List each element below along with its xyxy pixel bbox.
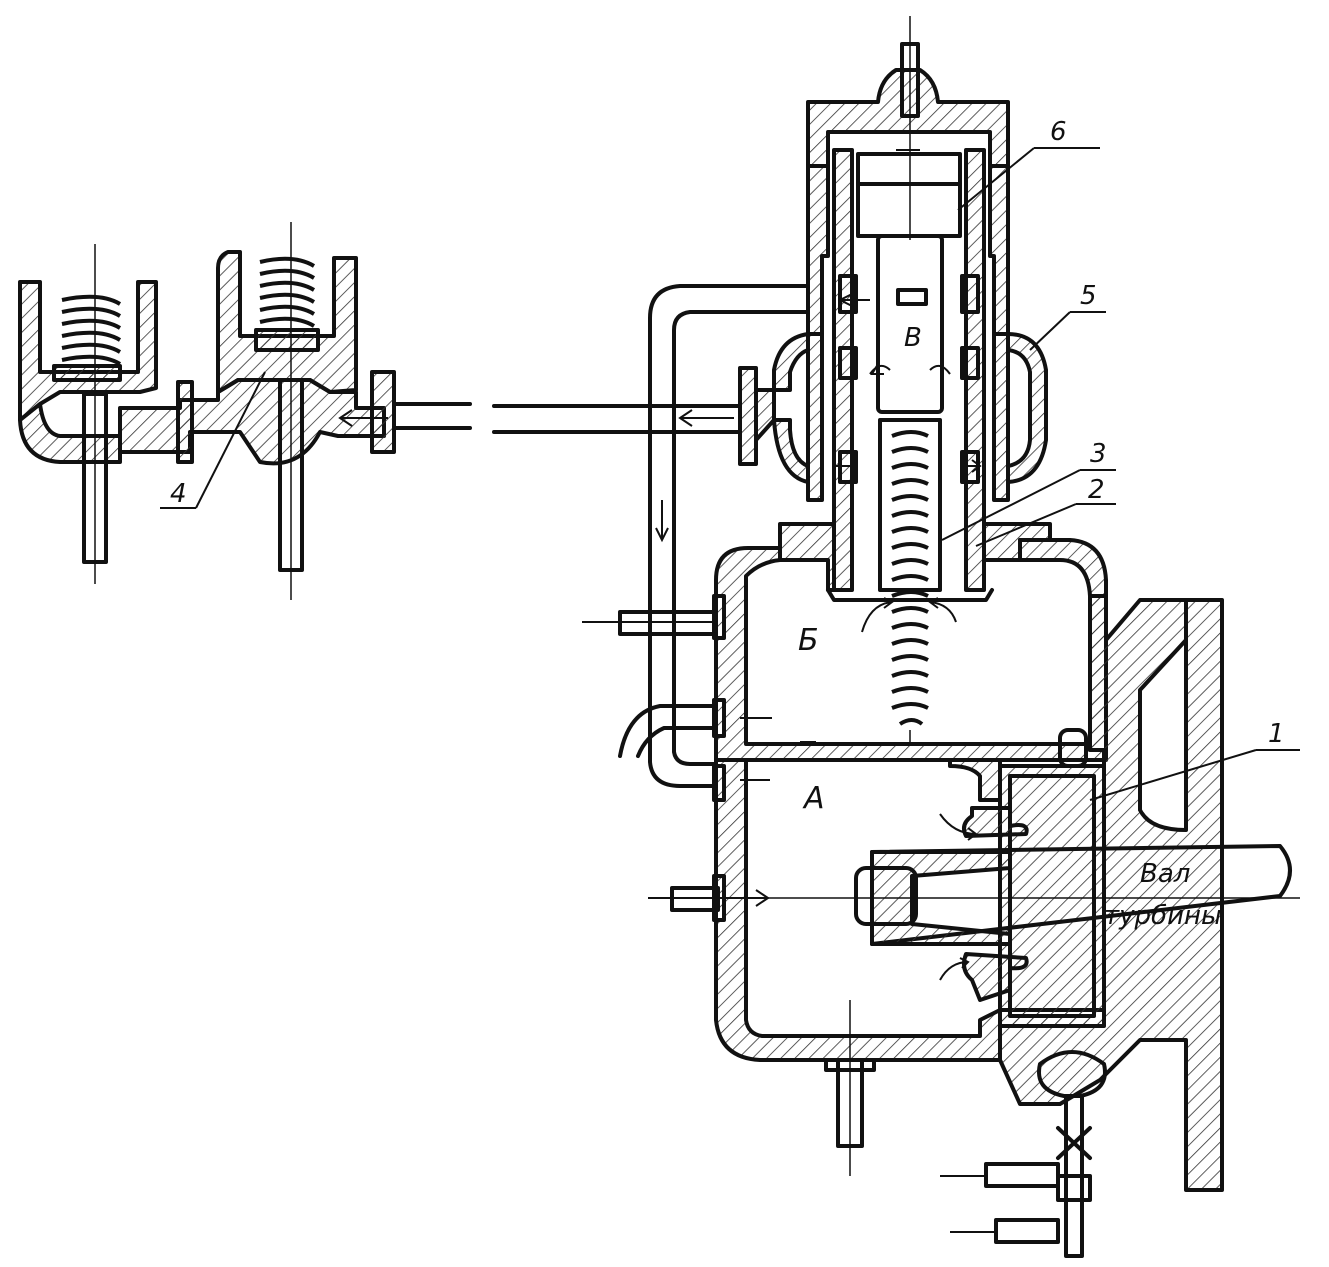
label-4: 4 <box>170 479 187 509</box>
upper-port-right <box>960 274 980 314</box>
mid-port-right <box>960 346 980 380</box>
drain-hose <box>618 704 718 758</box>
label-3: 3 <box>1090 439 1107 469</box>
main-inlet-neck <box>754 388 776 442</box>
right-piston <box>254 328 320 352</box>
inlet-flange <box>370 370 396 454</box>
drain-outlet-lower <box>994 1218 1060 1244</box>
turbine-shaft <box>870 844 1292 946</box>
mid-wall-left <box>806 332 824 502</box>
channel-flange <box>176 380 194 464</box>
left-spring-housing <box>18 280 158 422</box>
chamber-b-ceiling <box>826 588 994 602</box>
left-bypass-upper <box>772 332 810 392</box>
chamber-a-label: А <box>802 781 825 816</box>
upper-port-left <box>838 274 858 314</box>
chamber-b-housing <box>714 538 1108 762</box>
piston-6-body <box>856 182 962 238</box>
label-1: 1 <box>1268 719 1285 749</box>
control-spool <box>876 234 944 414</box>
main-inlet-flange <box>738 366 758 466</box>
piston-6-head <box>856 152 962 186</box>
spring-guide-3 <box>878 418 942 592</box>
top-plug <box>1058 728 1088 768</box>
bearing-housing <box>998 594 1224 1192</box>
chamber-b-label: Б <box>798 623 819 658</box>
upper-impeller-vane <box>962 806 1029 838</box>
drain-fitting <box>1056 1174 1092 1202</box>
feedback-tube-flange <box>712 764 726 802</box>
feedback-tube-inner <box>672 310 810 766</box>
chamber-a-housing <box>714 758 1002 1062</box>
mid-wall-right <box>992 332 1010 502</box>
upper-wall-left <box>806 164 830 336</box>
mid-port-left <box>838 346 858 380</box>
spring-2 <box>891 430 929 726</box>
main-inlet-pipe <box>492 404 742 434</box>
chamber-a-inner-wall <box>948 758 1002 802</box>
left-bypass-lower <box>772 418 810 484</box>
right-spring <box>259 256 316 328</box>
base-flange-left <box>778 522 836 592</box>
upper-wall-right <box>988 164 1010 336</box>
impeller-housing-1 <box>998 764 1106 1028</box>
left-spring <box>61 294 122 366</box>
shaft-label-line1: Вал <box>1140 859 1190 889</box>
shaft-nut <box>854 866 918 926</box>
main-regulator: В Б А <box>492 16 1300 1258</box>
feedback-tube-outer <box>648 284 810 788</box>
drain-hose-flange <box>712 698 726 738</box>
label-5: 5 <box>1080 281 1097 311</box>
impeller-cavity <box>1008 774 1096 1018</box>
spool-port <box>896 288 928 306</box>
shaft-label-line2: турбины <box>1104 901 1222 931</box>
drain-cock <box>1056 1126 1092 1160</box>
sleeve-left <box>832 148 854 592</box>
chamber-v-label: В <box>904 323 922 353</box>
chamber-b-outlet-flange <box>712 594 726 640</box>
left-valve-assembly: 4 <box>18 222 472 600</box>
right-bypass-channel <box>1006 332 1048 484</box>
label-2: 2 <box>1088 475 1105 505</box>
label-6: 6 <box>1050 117 1067 147</box>
right-spring-housing <box>216 250 358 394</box>
left-piston <box>52 364 122 382</box>
drain-valve-body <box>1037 1050 1107 1098</box>
drain-outlet-upper <box>984 1162 1060 1188</box>
inlet-pipe <box>392 402 472 430</box>
